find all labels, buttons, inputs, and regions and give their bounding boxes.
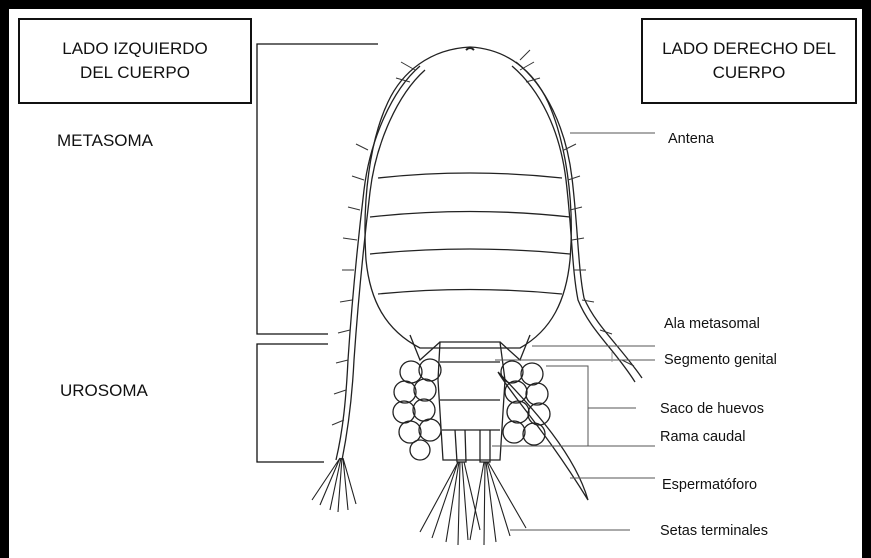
label-urosoma: UROSOMA bbox=[60, 381, 148, 401]
box-right-side: LADO DERECHO DEL CUERPO bbox=[641, 18, 857, 104]
box-left-line-1: LADO IZQUIERDO bbox=[62, 37, 207, 61]
label-antena: Antena bbox=[668, 131, 714, 147]
label-saco-de-huevos: Saco de huevos bbox=[660, 401, 764, 417]
label-segmento-genital: Segmento genital bbox=[664, 352, 777, 368]
label-rama-caudal: Rama caudal bbox=[660, 429, 745, 445]
label-espermatoforo: Espermatóforo bbox=[662, 477, 757, 493]
label-metasoma: METASOMA bbox=[57, 131, 153, 151]
box-right-line-1: LADO DERECHO DEL bbox=[662, 37, 836, 61]
box-right-line-2: CUERPO bbox=[662, 61, 836, 85]
label-setas-terminales: Setas terminales bbox=[660, 523, 768, 539]
box-left-side: LADO IZQUIERDO DEL CUERPO bbox=[18, 18, 252, 104]
label-ala-metasomal: Ala metasomal bbox=[664, 316, 760, 332]
box-left-line-2: DEL CUERPO bbox=[62, 61, 207, 85]
